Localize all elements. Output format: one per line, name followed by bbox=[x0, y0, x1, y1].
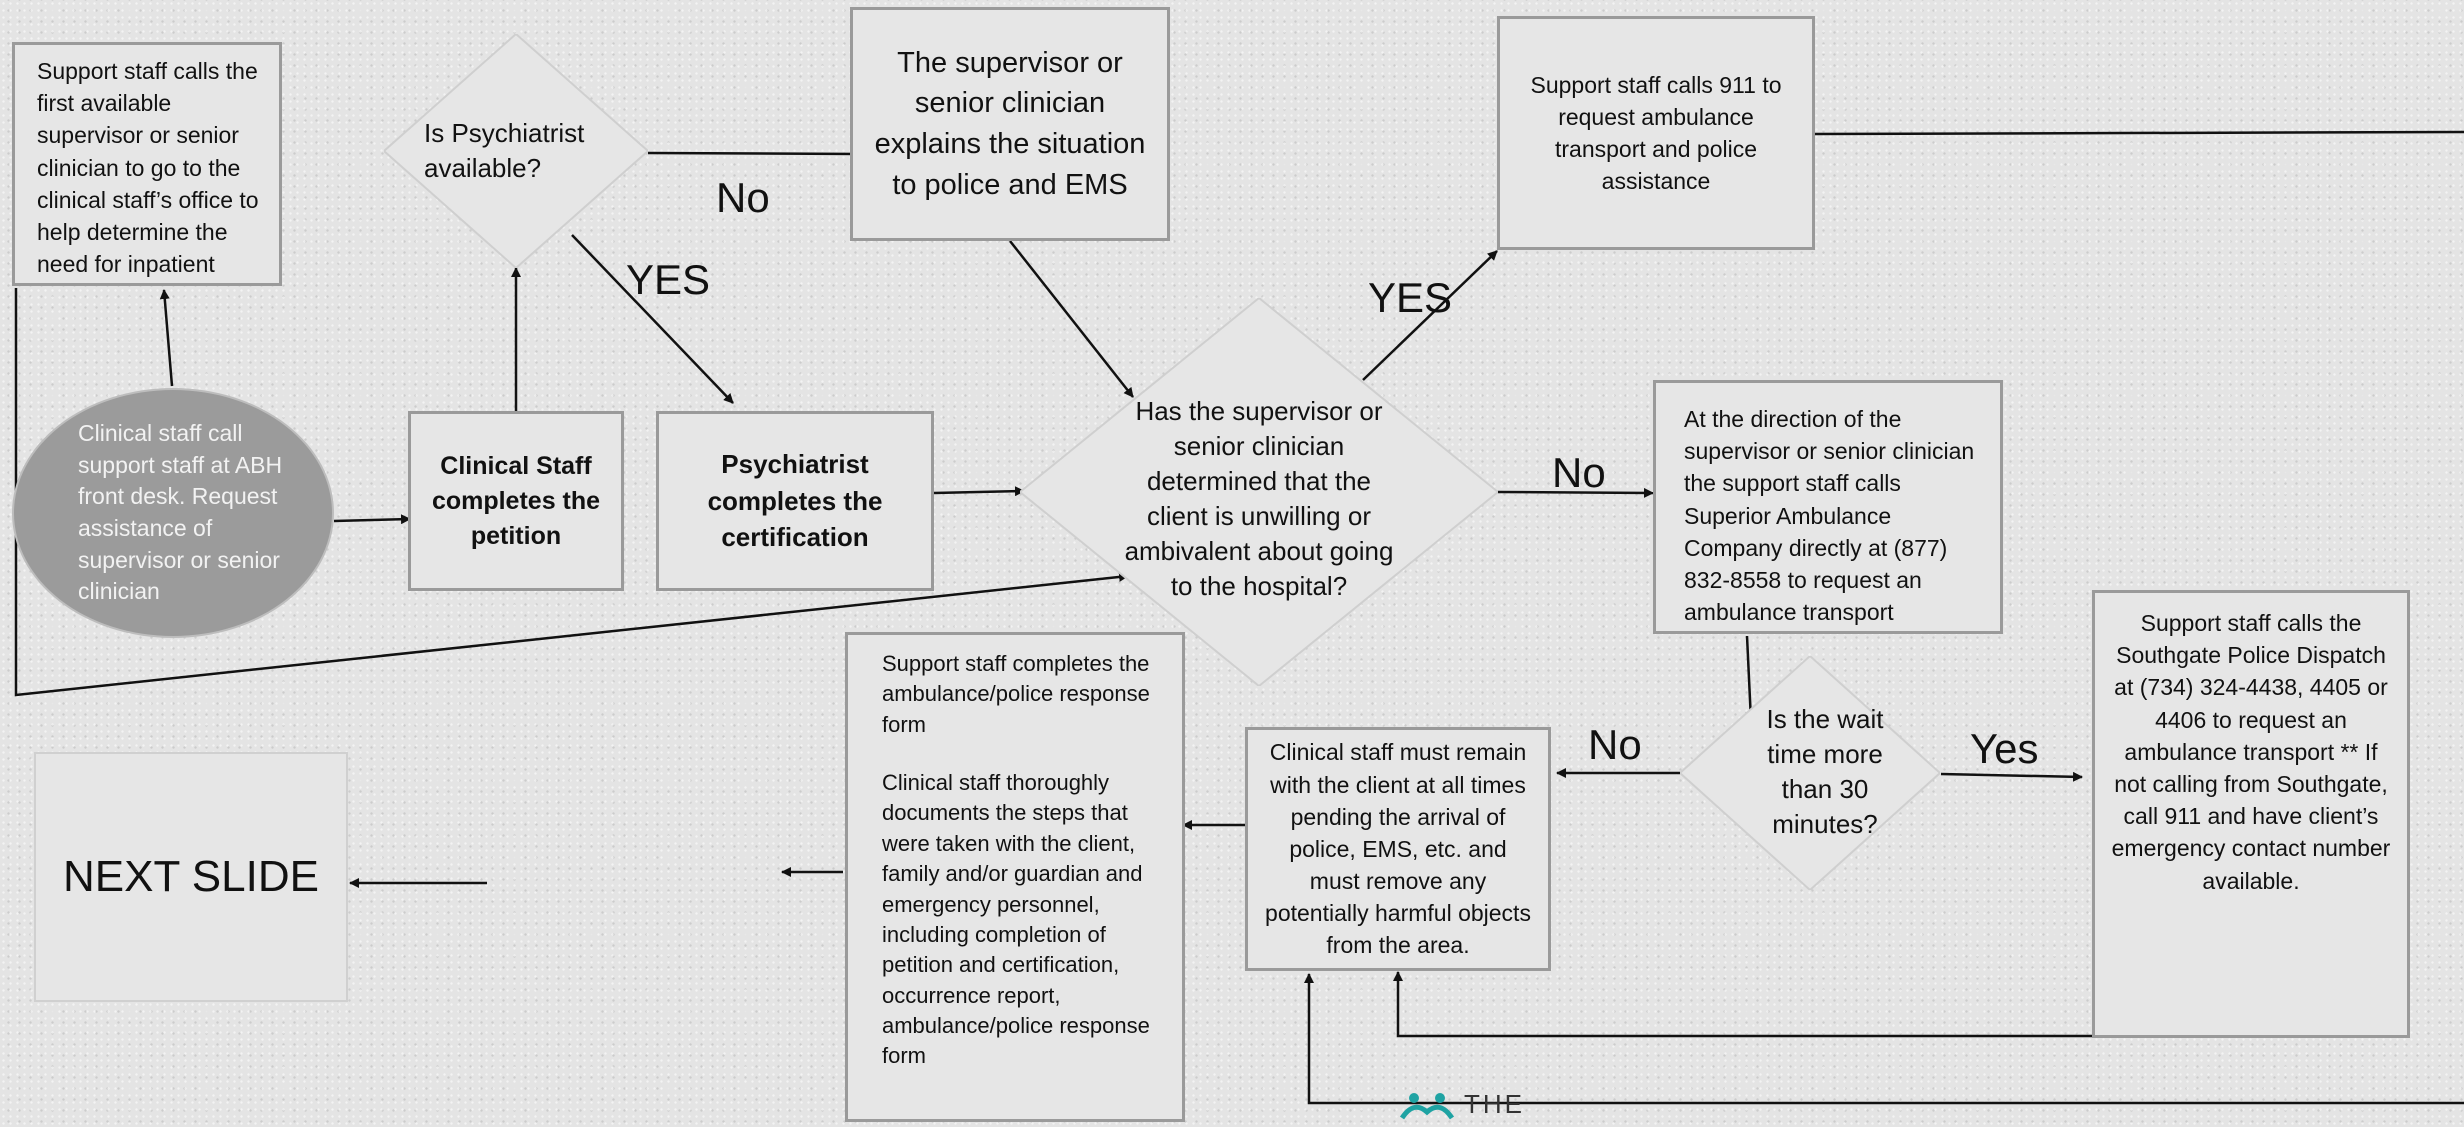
psychiatrist-certification-box: Psychiatrist completes the certification bbox=[656, 411, 934, 591]
arrow-psychiatrist-no bbox=[647, 148, 861, 159]
edge-label-wait-yes: Yes bbox=[1970, 725, 2039, 772]
has-supervisor-determined-text: Has the supervisor or senior clinician d… bbox=[1124, 395, 1394, 602]
arrow-start-to-support-calls bbox=[159, 289, 174, 387]
edge-label-psychiatrist-yes: YES bbox=[626, 256, 711, 303]
has-supervisor-determined-diamond: Has the supervisor or senior clinician d… bbox=[1020, 298, 1498, 686]
edge-label-determined-no: No bbox=[1552, 449, 1606, 496]
calls-911-text: Support staff calls 911 to request ambul… bbox=[1530, 71, 1782, 195]
clinical-remain-box: Clinical staff must remain with the clie… bbox=[1245, 727, 1551, 971]
support-calls-supervisor-text: Support staff calls the first available … bbox=[37, 58, 259, 278]
people-logo-icon bbox=[1399, 1092, 1455, 1122]
is-psychiatrist-available-text: Is Psychiatrist available? bbox=[424, 117, 585, 183]
psychiatrist-certification-text: Psychiatrist completes the certification bbox=[707, 449, 883, 553]
southgate-police-text: Support staff calls the Southgate Police… bbox=[2111, 610, 2391, 894]
logo-text: THE bbox=[1464, 1089, 1525, 1119]
completes-form-box: Support staff completes the ambulance/po… bbox=[845, 632, 1185, 1122]
edge-label-wait-no: No bbox=[1588, 721, 1642, 768]
completes-form-text-2: Clinical staff thoroughly documents the … bbox=[882, 770, 1150, 1069]
is-psychiatrist-available-diamond: Is Psychiatrist available? bbox=[384, 34, 648, 268]
edge-label-psychiatrist-no: No bbox=[716, 174, 770, 221]
edge-label-determined-yes: YES bbox=[1368, 274, 1453, 321]
is-wait-time-more-text: Is the wait time more than 30 minutes? bbox=[1766, 703, 1884, 840]
clinical-staff-petition-text: Clinical Staff completes the petition bbox=[431, 451, 601, 550]
support-calls-supervisor-box: Support staff calls the first available … bbox=[12, 42, 282, 286]
clinical-remain-text: Clinical staff must remain with the clie… bbox=[1265, 739, 1531, 959]
organization-logo: THE bbox=[1399, 1089, 1600, 1122]
superior-ambulance-box: At the direction of the supervisor or se… bbox=[1653, 380, 2003, 634]
start-ellipse-text: Clinical staff call support staff at ABH… bbox=[78, 419, 283, 605]
next-slide-label: NEXT SLIDE bbox=[63, 852, 319, 902]
southgate-police-box: Support staff calls the Southgate Police… bbox=[2092, 590, 2410, 1038]
line-911-right bbox=[1813, 130, 2464, 136]
arrow-start-to-petition bbox=[333, 514, 411, 525]
start-ellipse: Clinical staff call support staff at ABH… bbox=[12, 388, 334, 638]
is-wait-time-more-diamond: Is the wait time more than 30 minutes? bbox=[1680, 656, 1940, 890]
supervisor-explains-box: The supervisor or senior clinician expla… bbox=[850, 7, 1170, 241]
completes-form-text-1: Support staff completes the ambulance/po… bbox=[882, 651, 1150, 737]
supervisor-explains-text: The supervisor or senior clinician expla… bbox=[874, 46, 1146, 201]
arrow-wait-yes bbox=[1940, 771, 2083, 782]
calls-911-box: Support staff calls 911 to request ambul… bbox=[1497, 16, 1815, 250]
superior-ambulance-text: At the direction of the supervisor or se… bbox=[1684, 406, 1975, 626]
next-slide-box[interactable]: NEXT SLIDE bbox=[34, 752, 348, 1002]
arrow-certification-to-determined bbox=[933, 486, 1025, 497]
clinical-staff-petition-box: Clinical Staff completes the petition bbox=[408, 411, 624, 591]
